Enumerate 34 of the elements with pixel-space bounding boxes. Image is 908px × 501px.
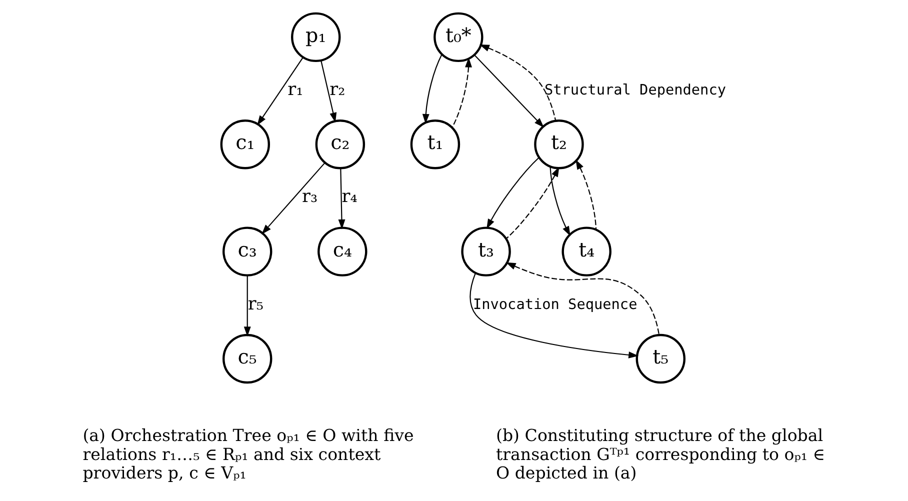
arrow	[257, 56, 304, 126]
edge-label: r₂	[330, 79, 346, 100]
arrow	[550, 166, 570, 236]
node-circle: t₃	[461, 226, 511, 276]
node-circle: c₄	[318, 226, 368, 276]
arrow	[262, 162, 326, 234]
edge-label: Structural Dependency	[544, 82, 726, 98]
edge-label: r₃	[302, 186, 318, 207]
arrow	[320, 60, 337, 122]
node-circle: c₂	[315, 119, 366, 169]
node-circle: c₁	[220, 119, 270, 169]
node-circle: t₀*	[434, 12, 484, 62]
edge-label: r₄	[342, 186, 358, 207]
arrow	[576, 159, 597, 229]
node-circle: t₅	[636, 333, 686, 384]
edge-label: r₁	[288, 79, 304, 100]
arrow	[338, 168, 346, 229]
arrow	[452, 56, 472, 128]
arrow	[479, 44, 556, 120]
label: (a) Orchestration Tree oₚ₁ ∈ O with five relations r₁…₅ ∈ Rₚ₁ and six context providers p, c ∈ Vₚ₁	[82, 426, 414, 482]
arrow	[486, 156, 540, 228]
arrow	[470, 272, 639, 358]
arrow	[506, 166, 560, 239]
arrow	[422, 54, 442, 124]
edge-label: Invocation Sequence	[472, 296, 638, 312]
node-circle: p₁	[291, 12, 341, 62]
label: (b) Constituting structure of the global transaction Gᵀᵖ¹ corresponding to oₚ₁ ∈ O depicted in (a)	[496, 426, 826, 482]
arrow	[244, 274, 251, 336]
edge-label: r₅	[248, 294, 264, 314]
node-circle: t₁	[410, 119, 460, 169]
arrow	[506, 262, 660, 335]
arrow	[474, 54, 544, 128]
node-circle: c₅	[222, 333, 272, 384]
node-circle: c₃	[222, 226, 272, 276]
